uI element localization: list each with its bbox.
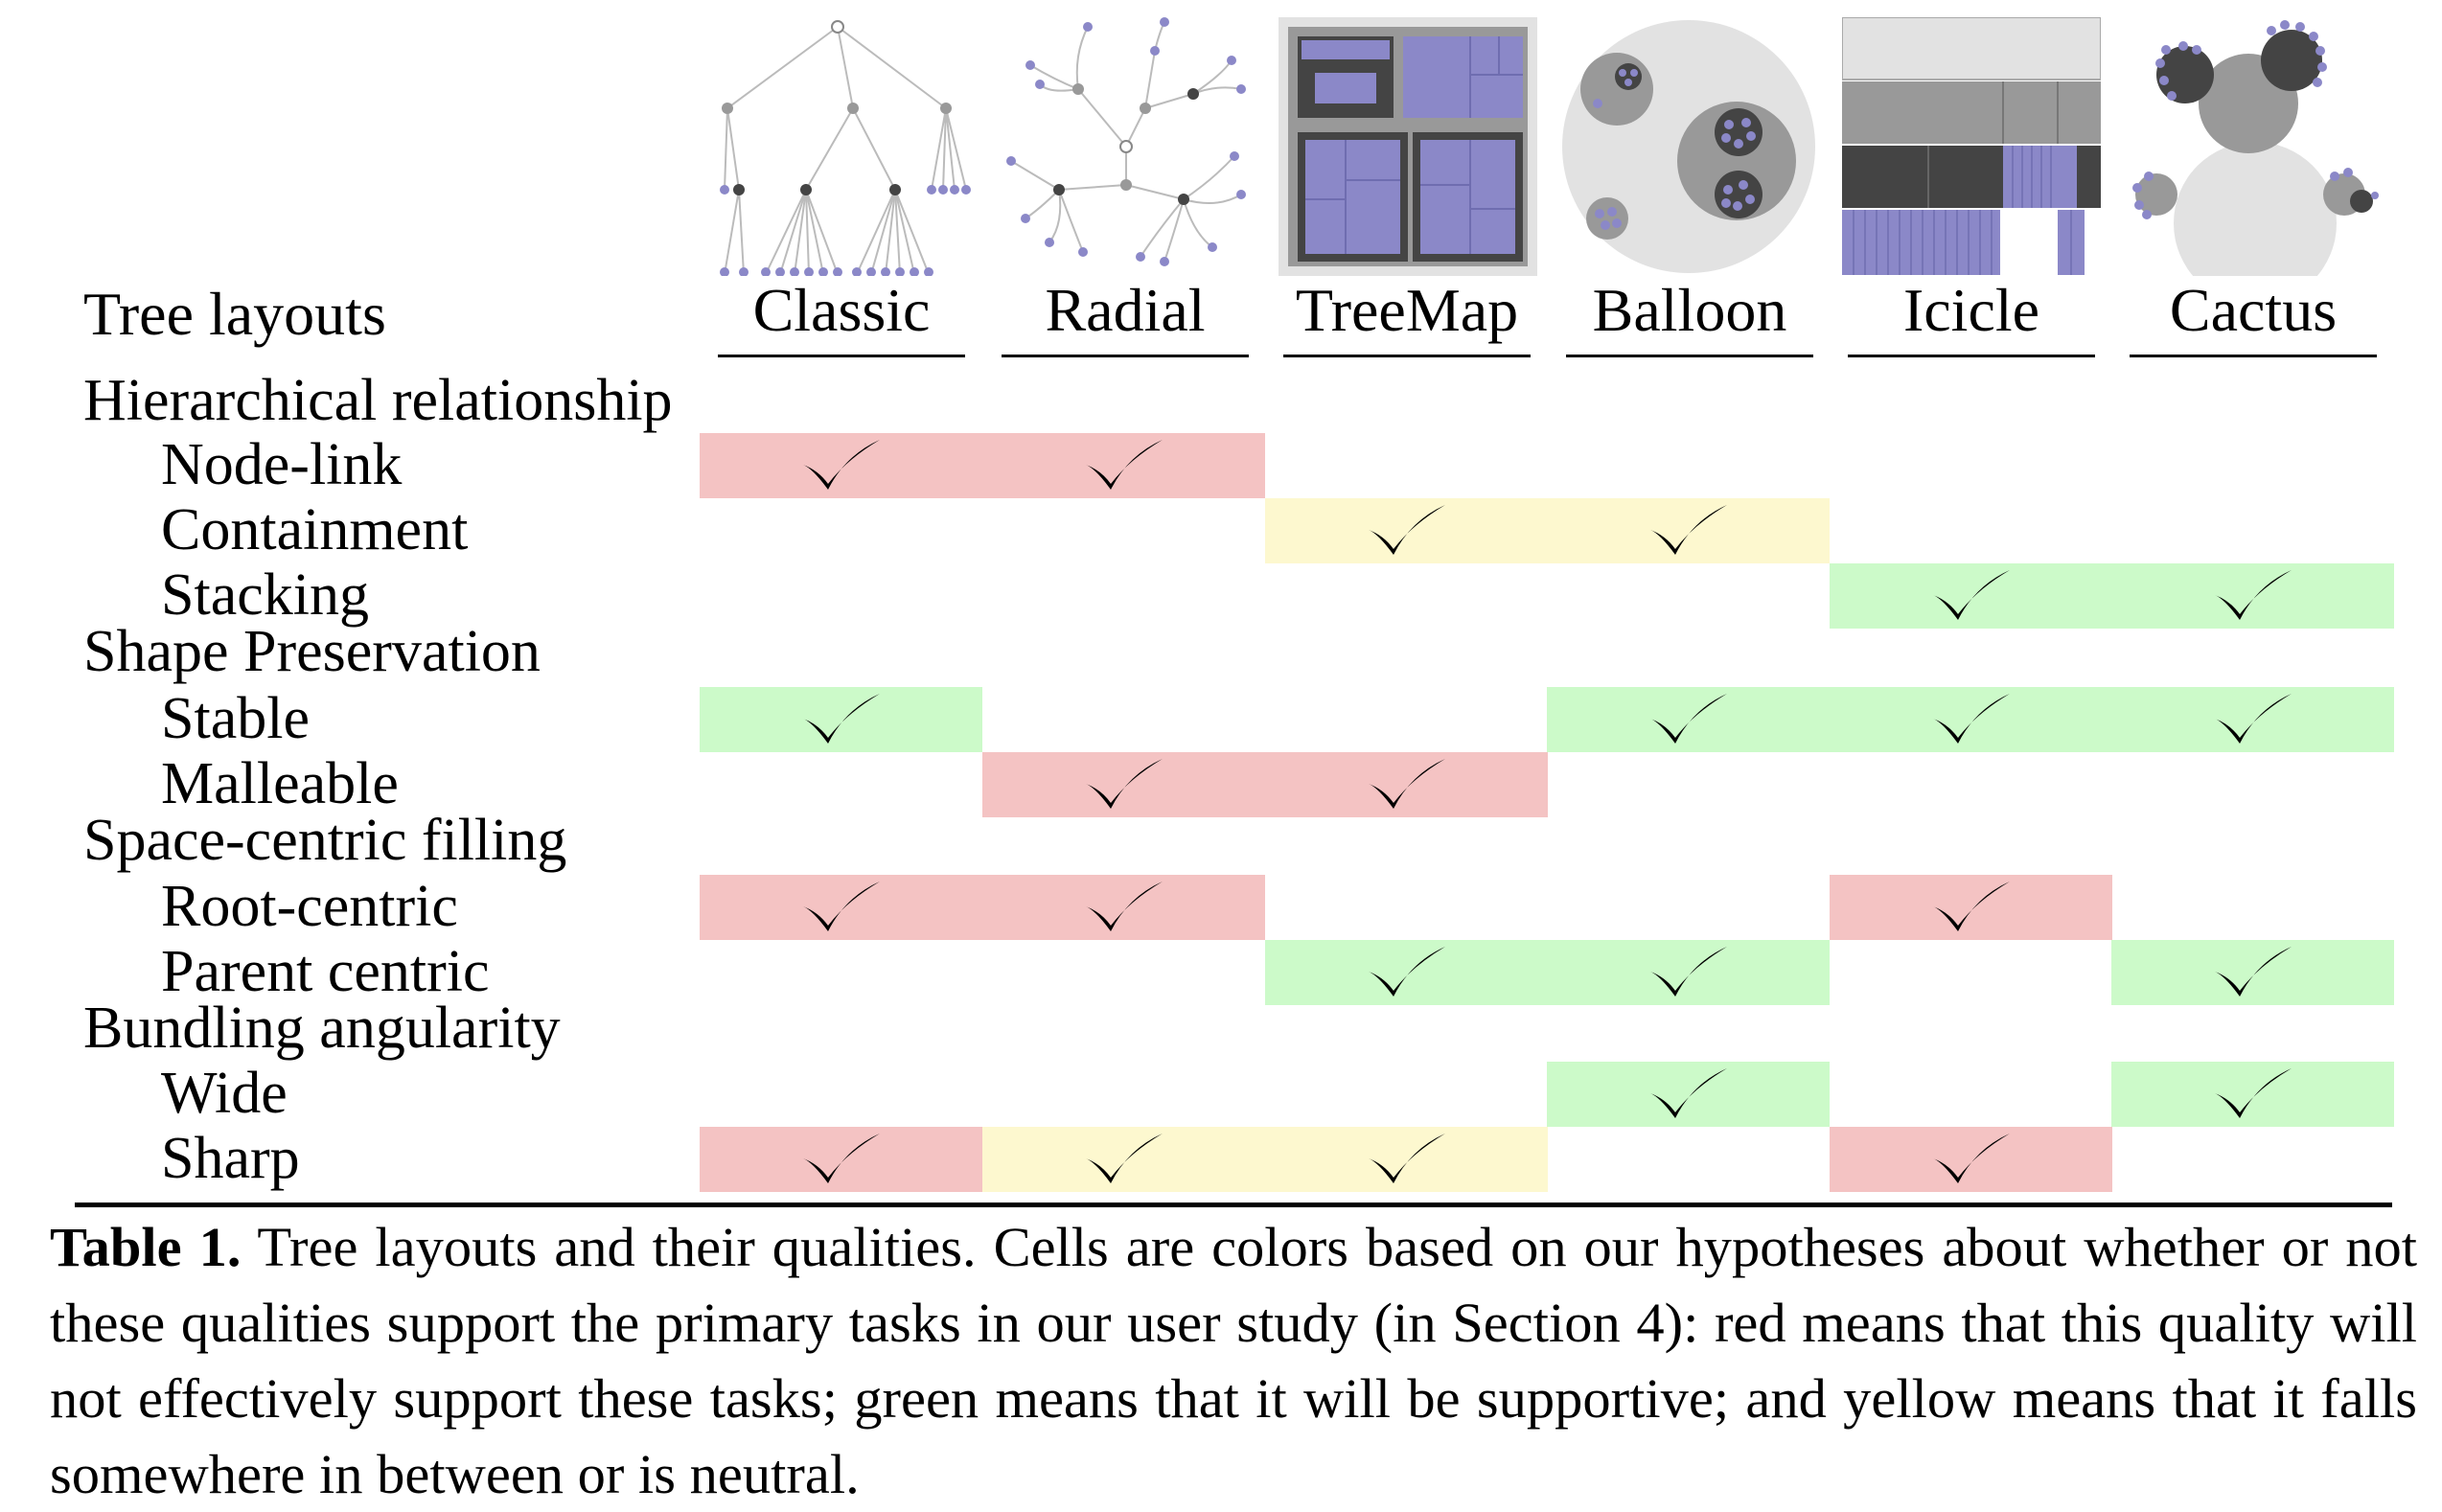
check-icon	[802, 1134, 880, 1183]
group-label: Bundling angularity	[83, 996, 561, 1061]
check-icon	[2214, 570, 2292, 620]
quality-cell-red	[700, 433, 982, 498]
check-icon	[1649, 694, 1727, 744]
check-icon	[802, 882, 880, 931]
quality-cell-yellow	[1265, 498, 1548, 563]
row-label: Stacking	[161, 562, 369, 628]
check-icon	[1085, 882, 1163, 931]
group-label: Hierarchical relationship	[83, 368, 673, 433]
check-icon	[1085, 1134, 1163, 1183]
column-header-rule	[2130, 355, 2377, 357]
row-label: Stable	[161, 686, 310, 751]
column-header-treemap: TreeMap	[1295, 276, 1519, 344]
check-icon	[1368, 1134, 1445, 1183]
radial-tree-icon	[1006, 17, 1246, 266]
column-header-rule	[1848, 355, 2095, 357]
check-icon	[1932, 1134, 2010, 1183]
classic-tree-thumbnail	[713, 17, 972, 276]
check-icon	[1649, 505, 1727, 555]
check-icon	[1368, 759, 1445, 809]
check-icon	[1368, 947, 1445, 997]
cactus-tree-thumbnail	[2126, 17, 2384, 276]
quality-cell-red	[700, 875, 982, 940]
quality-cell-red	[982, 752, 1265, 817]
quality-cell-red	[700, 1127, 982, 1192]
column-header-rule	[1283, 355, 1531, 357]
quality-cell-green	[1547, 687, 1830, 752]
quality-cell-green	[1265, 940, 1548, 1005]
check-icon	[2214, 1068, 2292, 1118]
column-header-classic: Classic	[752, 276, 931, 344]
icicle-tree-thumbnail	[1842, 17, 2101, 276]
caption-text: Tree layouts and their qualities. Cells …	[50, 1216, 2417, 1505]
check-icon	[802, 440, 880, 490]
quality-cell-green	[1830, 563, 2112, 629]
quality-cell-green	[2111, 687, 2394, 752]
column-header-rule	[1566, 355, 1813, 357]
cactus-tree-icon	[2132, 20, 2379, 276]
check-icon	[1085, 759, 1163, 809]
quality-cell-green	[1547, 1062, 1830, 1127]
group-label: Shape Preservation	[83, 619, 541, 684]
table-bottom-rule	[75, 1203, 2392, 1207]
check-icon	[1649, 1068, 1727, 1118]
check-icon	[802, 694, 880, 744]
radial-tree-thumbnail	[997, 17, 1256, 276]
quality-cell-red	[1830, 1127, 2112, 1192]
column-header-radial: Radial	[1045, 276, 1206, 344]
table-header-label: Tree layouts	[83, 280, 386, 348]
quality-cell-green	[2111, 1062, 2394, 1127]
caption-label: Table 1.	[50, 1216, 242, 1278]
quality-cell-green	[700, 687, 982, 752]
row-label: Parent centric	[161, 939, 490, 1004]
quality-cell-green	[1830, 687, 2112, 752]
check-icon	[1932, 570, 2010, 620]
column-header-balloon: Balloon	[1592, 276, 1787, 344]
row-label: Root-centric	[161, 874, 458, 939]
check-icon	[1085, 440, 1163, 490]
quality-cell-red	[1830, 875, 2112, 940]
treemap-icon	[1279, 17, 1537, 276]
column-header-rule	[1002, 355, 1249, 357]
group-label: Space-centric filling	[83, 808, 567, 873]
balloon-tree-icon	[1562, 20, 1815, 273]
balloon-tree-thumbnail	[1559, 17, 1818, 276]
quality-cell-green	[2111, 563, 2394, 629]
row-label: Node-link	[161, 432, 403, 497]
classic-tree-icon	[720, 20, 971, 276]
quality-cell-yellow	[982, 1127, 1265, 1192]
icicle-tree-icon	[1842, 17, 2101, 275]
check-icon	[1932, 694, 2010, 744]
check-icon	[1932, 882, 2010, 931]
row-label: Malleable	[161, 751, 399, 816]
row-label: Containment	[161, 497, 469, 562]
check-icon	[1649, 947, 1727, 997]
quality-cell-green	[2111, 940, 2394, 1005]
quality-cell-red	[1265, 752, 1548, 817]
quality-cell-yellow	[1547, 498, 1830, 563]
column-header-rule	[718, 355, 965, 357]
quality-cell-red	[982, 875, 1265, 940]
quality-cell-red	[982, 433, 1265, 498]
row-label: Wide	[161, 1061, 288, 1126]
table-caption: Table 1. Tree layouts and their qualitie…	[50, 1209, 2417, 1512]
check-icon	[2214, 947, 2292, 997]
column-header-cactus: Cactus	[2169, 276, 2338, 344]
check-icon	[1368, 505, 1445, 555]
treemap-thumbnail	[1279, 17, 1537, 276]
row-label: Sharp	[161, 1126, 300, 1191]
quality-cell-yellow	[1265, 1127, 1548, 1192]
column-header-icicle: Icicle	[1902, 276, 2040, 344]
check-icon	[2214, 694, 2292, 744]
quality-cell-green	[1547, 940, 1830, 1005]
